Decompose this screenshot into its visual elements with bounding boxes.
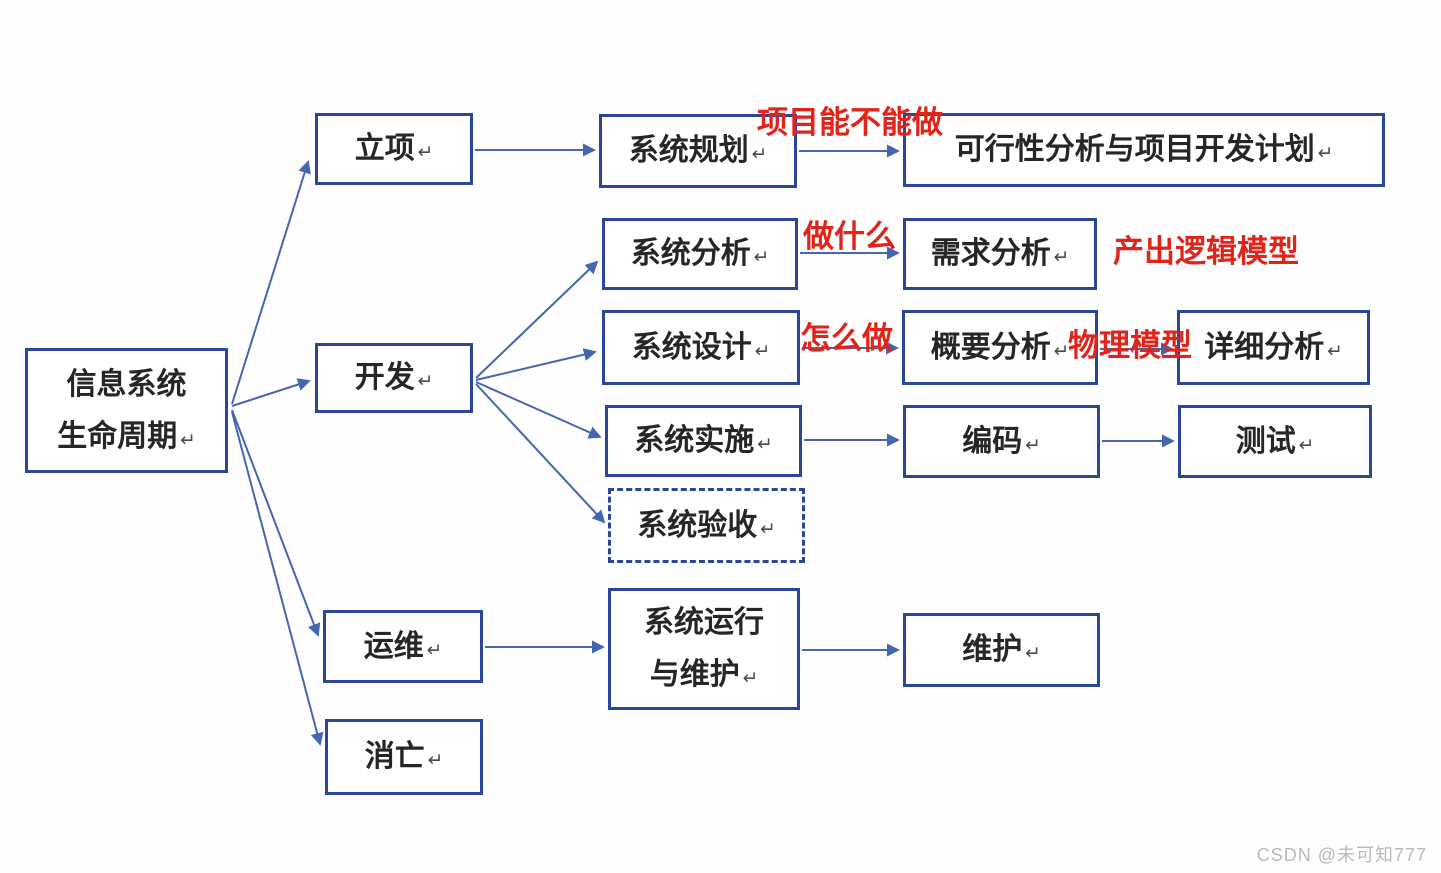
node-label: 消亡↵	[364, 740, 444, 774]
node-system-acceptance: 系统验收↵	[608, 488, 805, 563]
return-mark-icon: ↵	[1053, 246, 1070, 268]
node-coding: 编码↵	[903, 405, 1100, 478]
node-label: 开发↵	[354, 361, 434, 395]
annotation-1: 项目能不能做	[757, 105, 943, 140]
annotation-5: 物理模型	[1068, 328, 1192, 363]
node-label: 运维↵	[363, 629, 443, 663]
node-label: 需求分析↵	[930, 237, 1070, 271]
node-requirements-analysis: 需求分析↵	[903, 218, 1097, 290]
connector-1	[231, 160, 311, 405]
node-label: 可行性分析与项目开发计划↵	[954, 133, 1334, 167]
return-mark-icon: ↵	[1317, 142, 1334, 164]
node-label: 生命周期↵	[57, 419, 196, 453]
node-system-implementation: 系统实施↵	[605, 405, 802, 477]
node-system-design: 系统设计↵	[602, 310, 800, 385]
return-mark-icon: ↵	[751, 143, 768, 165]
node-feasibility-analysis: 可行性分析与项目开发计划↵	[903, 113, 1385, 187]
connector-7	[475, 381, 602, 439]
return-mark-icon: ↵	[754, 339, 771, 361]
node-label: 测试↵	[1235, 424, 1315, 458]
return-mark-icon: ↵	[417, 370, 434, 392]
node-testing: 测试↵	[1178, 405, 1372, 478]
annotation-4: 怎么做	[800, 321, 893, 356]
node-label: 编码↵	[962, 424, 1041, 458]
node-label: 系统规划↵	[628, 134, 768, 168]
node-outline-analysis: 概要分析↵	[902, 310, 1098, 385]
node-label: 系统验收↵	[637, 508, 776, 542]
node-label: 系统运行	[644, 606, 764, 640]
node-label: 概要分析↵	[930, 330, 1070, 364]
node-detailed-analysis: 详细分析↵	[1177, 310, 1370, 385]
return-mark-icon: ↵	[742, 667, 759, 688]
node-system-planning: 系统规划↵	[599, 114, 797, 188]
return-mark-icon: ↵	[760, 517, 776, 539]
connector-2	[231, 378, 311, 407]
node-label: 立项↵	[354, 132, 434, 166]
node-label: 与维护↵	[649, 658, 759, 691]
node-project-initiation: 立项↵	[315, 113, 473, 185]
return-mark-icon: ↵	[753, 246, 770, 268]
node-label: 维护↵	[962, 633, 1041, 667]
node-label: 信息系统	[66, 367, 187, 401]
node-info-system-lifecycle: 信息系统生命周期↵	[25, 348, 228, 473]
return-mark-icon: ↵	[180, 428, 196, 450]
node-label: 系统实施↵	[634, 424, 773, 458]
return-mark-icon: ↵	[426, 638, 443, 660]
connector-4	[231, 411, 324, 746]
node-label: 系统设计↵	[631, 330, 771, 364]
node-system-operation-maintenance: 系统运行与维护↵	[608, 588, 800, 710]
connector-5	[475, 260, 599, 379]
watermark: CSDN @未可知777	[1256, 845, 1427, 865]
annotation-2: 做什么	[803, 219, 896, 254]
node-development: 开发↵	[315, 343, 473, 413]
node-label: 系统分析↵	[630, 237, 770, 271]
connector-3	[231, 409, 321, 637]
return-mark-icon: ↵	[1025, 433, 1041, 455]
return-mark-icon: ↵	[1298, 433, 1315, 455]
node-label: 详细分析↵	[1204, 330, 1343, 364]
node-operations: 运维↵	[323, 610, 483, 683]
return-mark-icon: ↵	[427, 749, 444, 771]
return-mark-icon: ↵	[417, 141, 434, 163]
return-mark-icon: ↵	[1025, 642, 1041, 664]
return-mark-icon: ↵	[1327, 339, 1343, 361]
node-demise: 消亡↵	[325, 719, 483, 795]
connector-6	[475, 348, 597, 381]
node-system-analysis: 系统分析↵	[602, 218, 798, 290]
annotation-3: 产出逻辑模型	[1113, 234, 1299, 269]
return-mark-icon: ↵	[1053, 339, 1070, 361]
return-mark-icon: ↵	[757, 433, 773, 455]
node-maintenance: 维护↵	[903, 613, 1100, 687]
connector-8	[475, 383, 606, 524]
